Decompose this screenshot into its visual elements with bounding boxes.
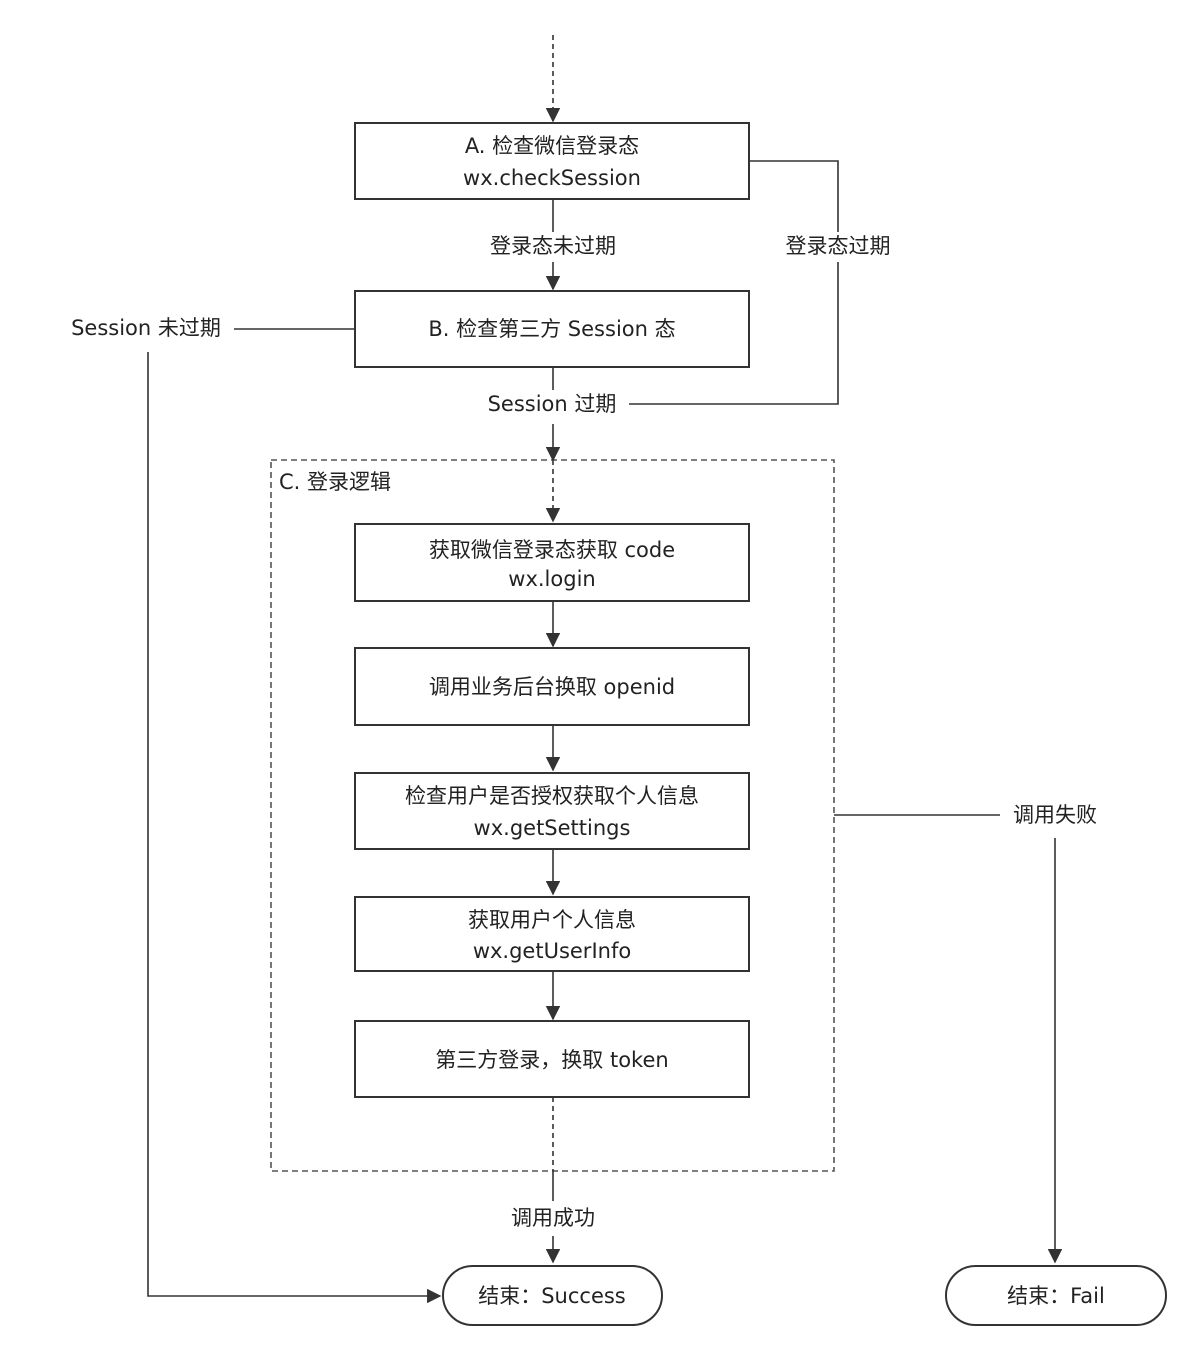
login-logic-group-label: C. 登录逻辑 (279, 470, 391, 494)
node-get-openid: 调用业务后台换取 openid (354, 647, 750, 726)
node-end-success-label: 结束：Success (478, 1284, 626, 1308)
node-get-userinfo-api: wx.getUserInfo (473, 939, 631, 963)
node-get-userinfo-title: 获取用户个人信息 (468, 908, 636, 932)
node-get-code: 获取微信登录态获取 code wx.login (354, 523, 750, 602)
node-check-wechat-session-title: A. 检查微信登录态 (465, 134, 639, 158)
node-check-authorization: 检查用户是否授权获取个人信息 wx.getSettings (354, 772, 750, 850)
node-check-authorization-title: 检查用户是否授权获取个人信息 (405, 784, 699, 808)
node-check-wechat-session: A. 检查微信登录态 wx.checkSession (354, 122, 750, 200)
node-end-success: 结束：Success (442, 1265, 663, 1326)
connector-left-to-success (147, 352, 442, 1304)
label-call-success: 调用成功 (511, 1206, 595, 1230)
node-end-fail: 结束：Fail (945, 1265, 1167, 1326)
label-call-failed: 调用失败 (1013, 803, 1097, 827)
node-third-party-login-title: 第三方登录，换取 token (435, 1048, 668, 1072)
node-check-authorization-api: wx.getSettings (474, 816, 631, 840)
node-get-code-api: wx.login (508, 567, 595, 591)
node-check-third-party-session: B. 检查第三方 Session 态 (354, 290, 750, 368)
label-session-not-expired: Session 未过期 (71, 316, 221, 340)
label-wechat-not-expired: 登录态未过期 (490, 234, 616, 258)
node-get-openid-title: 调用业务后台换取 openid (429, 675, 675, 699)
node-third-party-login: 第三方登录，换取 token (354, 1020, 750, 1098)
label-session-expired: Session 过期 (488, 392, 617, 416)
node-check-wechat-session-api: wx.checkSession (463, 166, 641, 190)
node-check-third-party-session-title: B. 检查第三方 Session 态 (428, 317, 675, 341)
node-get-userinfo: 获取用户个人信息 wx.getUserInfo (354, 896, 750, 972)
connector-wechat-expired (629, 160, 839, 405)
node-end-fail-label: 结束：Fail (1007, 1284, 1105, 1308)
node-get-code-title: 获取微信登录态获取 code (429, 538, 675, 562)
label-wechat-expired: 登录态过期 (786, 234, 891, 258)
